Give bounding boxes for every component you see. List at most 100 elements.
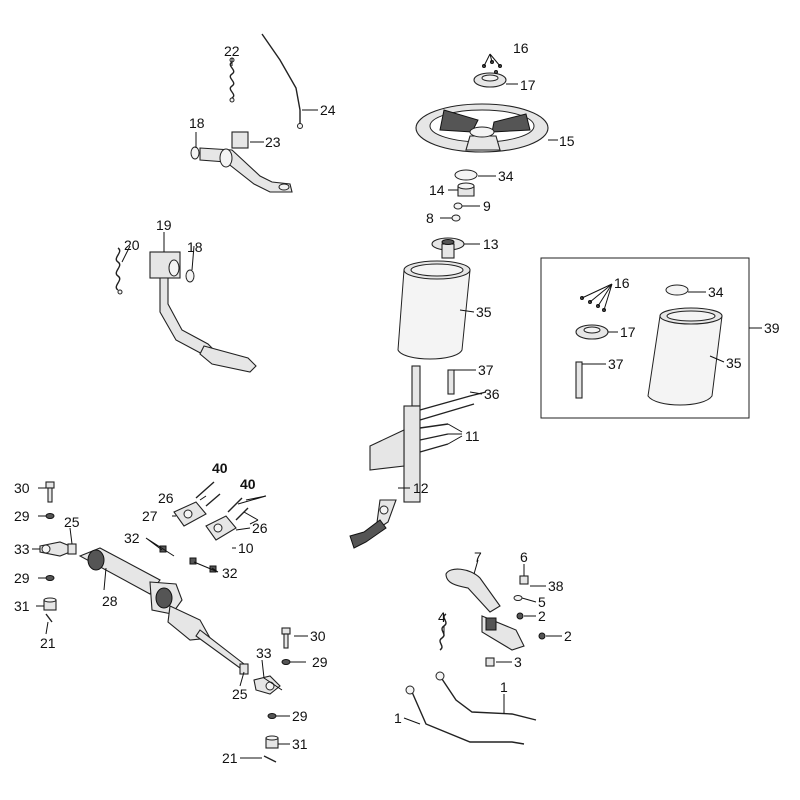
washer-8 [451, 214, 461, 222]
nut-14 [457, 182, 475, 197]
steering-wheel-15 [415, 103, 549, 153]
brake-cables-1 [405, 671, 537, 745]
callout-32-right: 32 [222, 565, 238, 581]
throttle-lever-23 [199, 131, 293, 193]
callout-25-right: 25 [232, 686, 248, 702]
callout-11: 11 [465, 428, 480, 444]
spring-4 [439, 613, 447, 651]
callout-2-top: 2 [538, 608, 546, 624]
callout-4: 4 [438, 609, 446, 625]
callout-35-inset: 35 [726, 355, 742, 371]
callout-37-inset: 37 [608, 356, 624, 372]
bolt-30-left [45, 481, 55, 503]
washer-29-left-a [45, 513, 55, 519]
cotter-pin-21-left [45, 613, 53, 623]
callout-29-right-b: 29 [292, 708, 308, 724]
callout-26-left: 26 [158, 490, 174, 506]
callout-16-top: 16 [513, 40, 529, 56]
callout-3: 3 [514, 654, 522, 670]
callout-17-inset: 17 [620, 324, 636, 340]
bolt-6 [519, 575, 529, 585]
leader-lines [32, 53, 762, 759]
cap-17-top [473, 72, 507, 88]
callout-10: 10 [238, 540, 254, 556]
callout-21-right: 21 [222, 750, 238, 766]
callout-1-left: 1 [394, 710, 402, 726]
column-cover-35-inset [647, 307, 723, 406]
callout-9: 9 [483, 198, 491, 214]
callout-labels: 22 24 18 23 16 17 15 34 14 9 8 13 35 37 … [14, 40, 780, 766]
inset-frame-39 [540, 257, 750, 419]
nut-31-left [43, 597, 57, 611]
bracket-36 [419, 391, 487, 421]
callout-19: 19 [156, 217, 172, 233]
callout-16-inset: 16 [614, 275, 630, 291]
clip-18-top [190, 146, 200, 160]
callout-36: 36 [484, 386, 500, 402]
callout-30-right: 30 [310, 628, 326, 644]
callout-33-left: 33 [14, 541, 30, 557]
clamp-27 [173, 501, 207, 527]
steering-rack-28 [78, 547, 245, 669]
callout-24: 24 [320, 102, 336, 118]
throttle-cable-24 [261, 33, 303, 129]
washer-29-left-b [45, 575, 55, 581]
steering-column-12 [349, 365, 421, 549]
callout-30-left: 30 [14, 480, 30, 496]
callout-29-left-b: 29 [14, 570, 30, 586]
callout-17-top: 17 [520, 77, 536, 93]
bolts-2 [516, 612, 546, 640]
callout-32-left: 32 [124, 530, 140, 546]
cap-17-inset [575, 324, 609, 340]
callout-23: 23 [265, 134, 281, 150]
callout-20: 20 [124, 237, 140, 253]
callout-8: 8 [426, 210, 434, 226]
brake-pedal-19 [149, 251, 257, 373]
callout-27: 27 [142, 508, 158, 524]
screws-16-inset [580, 296, 606, 312]
cotter-pin-21-right [263, 755, 277, 763]
washer-9 [453, 202, 463, 210]
callout-5: 5 [538, 594, 546, 610]
clip-37-inset [575, 361, 583, 399]
callout-39: 39 [764, 320, 780, 336]
clip-37 [447, 369, 455, 395]
callout-2-right: 2 [564, 628, 572, 644]
callout-40-right: 40 [240, 476, 256, 492]
callout-25-left: 25 [64, 514, 80, 530]
callout-12: 12 [413, 480, 429, 496]
tie-rod-end-33-right [253, 675, 281, 695]
callout-1-top: 1 [500, 679, 508, 695]
nut-25-right [239, 663, 249, 675]
bolts-11 [419, 423, 449, 453]
bolt-30-right [281, 627, 291, 649]
callout-7: 7 [474, 549, 482, 565]
washer-29-right-b [267, 713, 277, 719]
column-cover-35 [397, 260, 471, 360]
clamp-10 [205, 515, 237, 541]
washer-29-right-a [281, 659, 291, 665]
callout-21-left: 21 [40, 635, 56, 651]
callout-37: 37 [478, 362, 494, 378]
callout-18-mid: 18 [187, 239, 203, 255]
callout-31-right: 31 [292, 736, 308, 752]
callout-22: 22 [224, 43, 240, 59]
hub-flange-13 [431, 237, 465, 259]
callout-6: 6 [520, 549, 528, 565]
nut-25-left [67, 543, 77, 555]
tie-rod-end-33-left [39, 541, 71, 557]
callout-34-top: 34 [498, 168, 514, 184]
washer-5 [513, 595, 523, 601]
callout-15: 15 [559, 133, 575, 149]
callout-33-right: 33 [256, 645, 272, 661]
brake-lever-7 [445, 568, 525, 651]
callout-13: 13 [483, 236, 499, 252]
callout-14: 14 [429, 182, 445, 198]
callout-38: 38 [548, 578, 564, 594]
spring-20 [115, 247, 123, 295]
nut-3 [485, 657, 495, 667]
seal-34-top [454, 169, 478, 181]
callout-31-left: 31 [14, 598, 30, 614]
callout-26-right: 26 [252, 520, 268, 536]
